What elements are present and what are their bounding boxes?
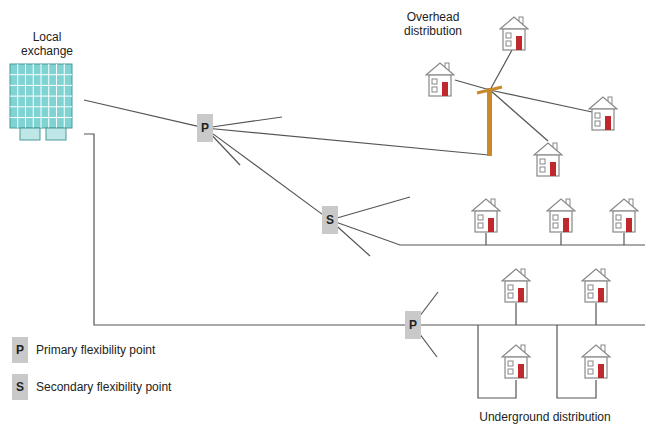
overhead-label: Overhead distribution [388,10,478,38]
drop-wire [490,50,512,90]
drop-wire [490,90,548,141]
point-letter: P [201,121,209,135]
legend-text: Secondary flexibility point [36,380,171,394]
houses [426,17,638,378]
overhead-feed [205,128,489,155]
primary-flexibility-point: P [405,311,421,339]
legend-primary-symbol: P [12,337,28,363]
distribution-cable [413,324,645,325]
feeder-cable [84,100,197,126]
drop-wire [490,90,592,112]
primary-flexibility-point: P [197,114,213,142]
legend-text: Primary flexibility point [36,343,155,357]
spare-cable [205,117,282,128]
feeder-cable [213,134,322,214]
spare-cable [330,197,410,220]
legend-secondary-symbol: S [12,374,28,400]
exchange-label: Local exchange [6,30,88,58]
exchange-building [6,62,84,142]
secondary-flexibility-point: S [322,206,338,234]
cable-lines [205,50,645,398]
house-drops [486,233,624,245]
house-drops [516,303,596,325]
telegraph-pole [477,87,502,156]
point-letter: P [409,318,417,332]
point-letter: S [326,213,334,227]
underground-label: Underground distribution [440,410,650,424]
drop-wire [455,80,490,90]
local-exchange: Local exchange [6,30,88,142]
feeder-cable [84,134,405,325]
underground-cable [478,325,596,398]
